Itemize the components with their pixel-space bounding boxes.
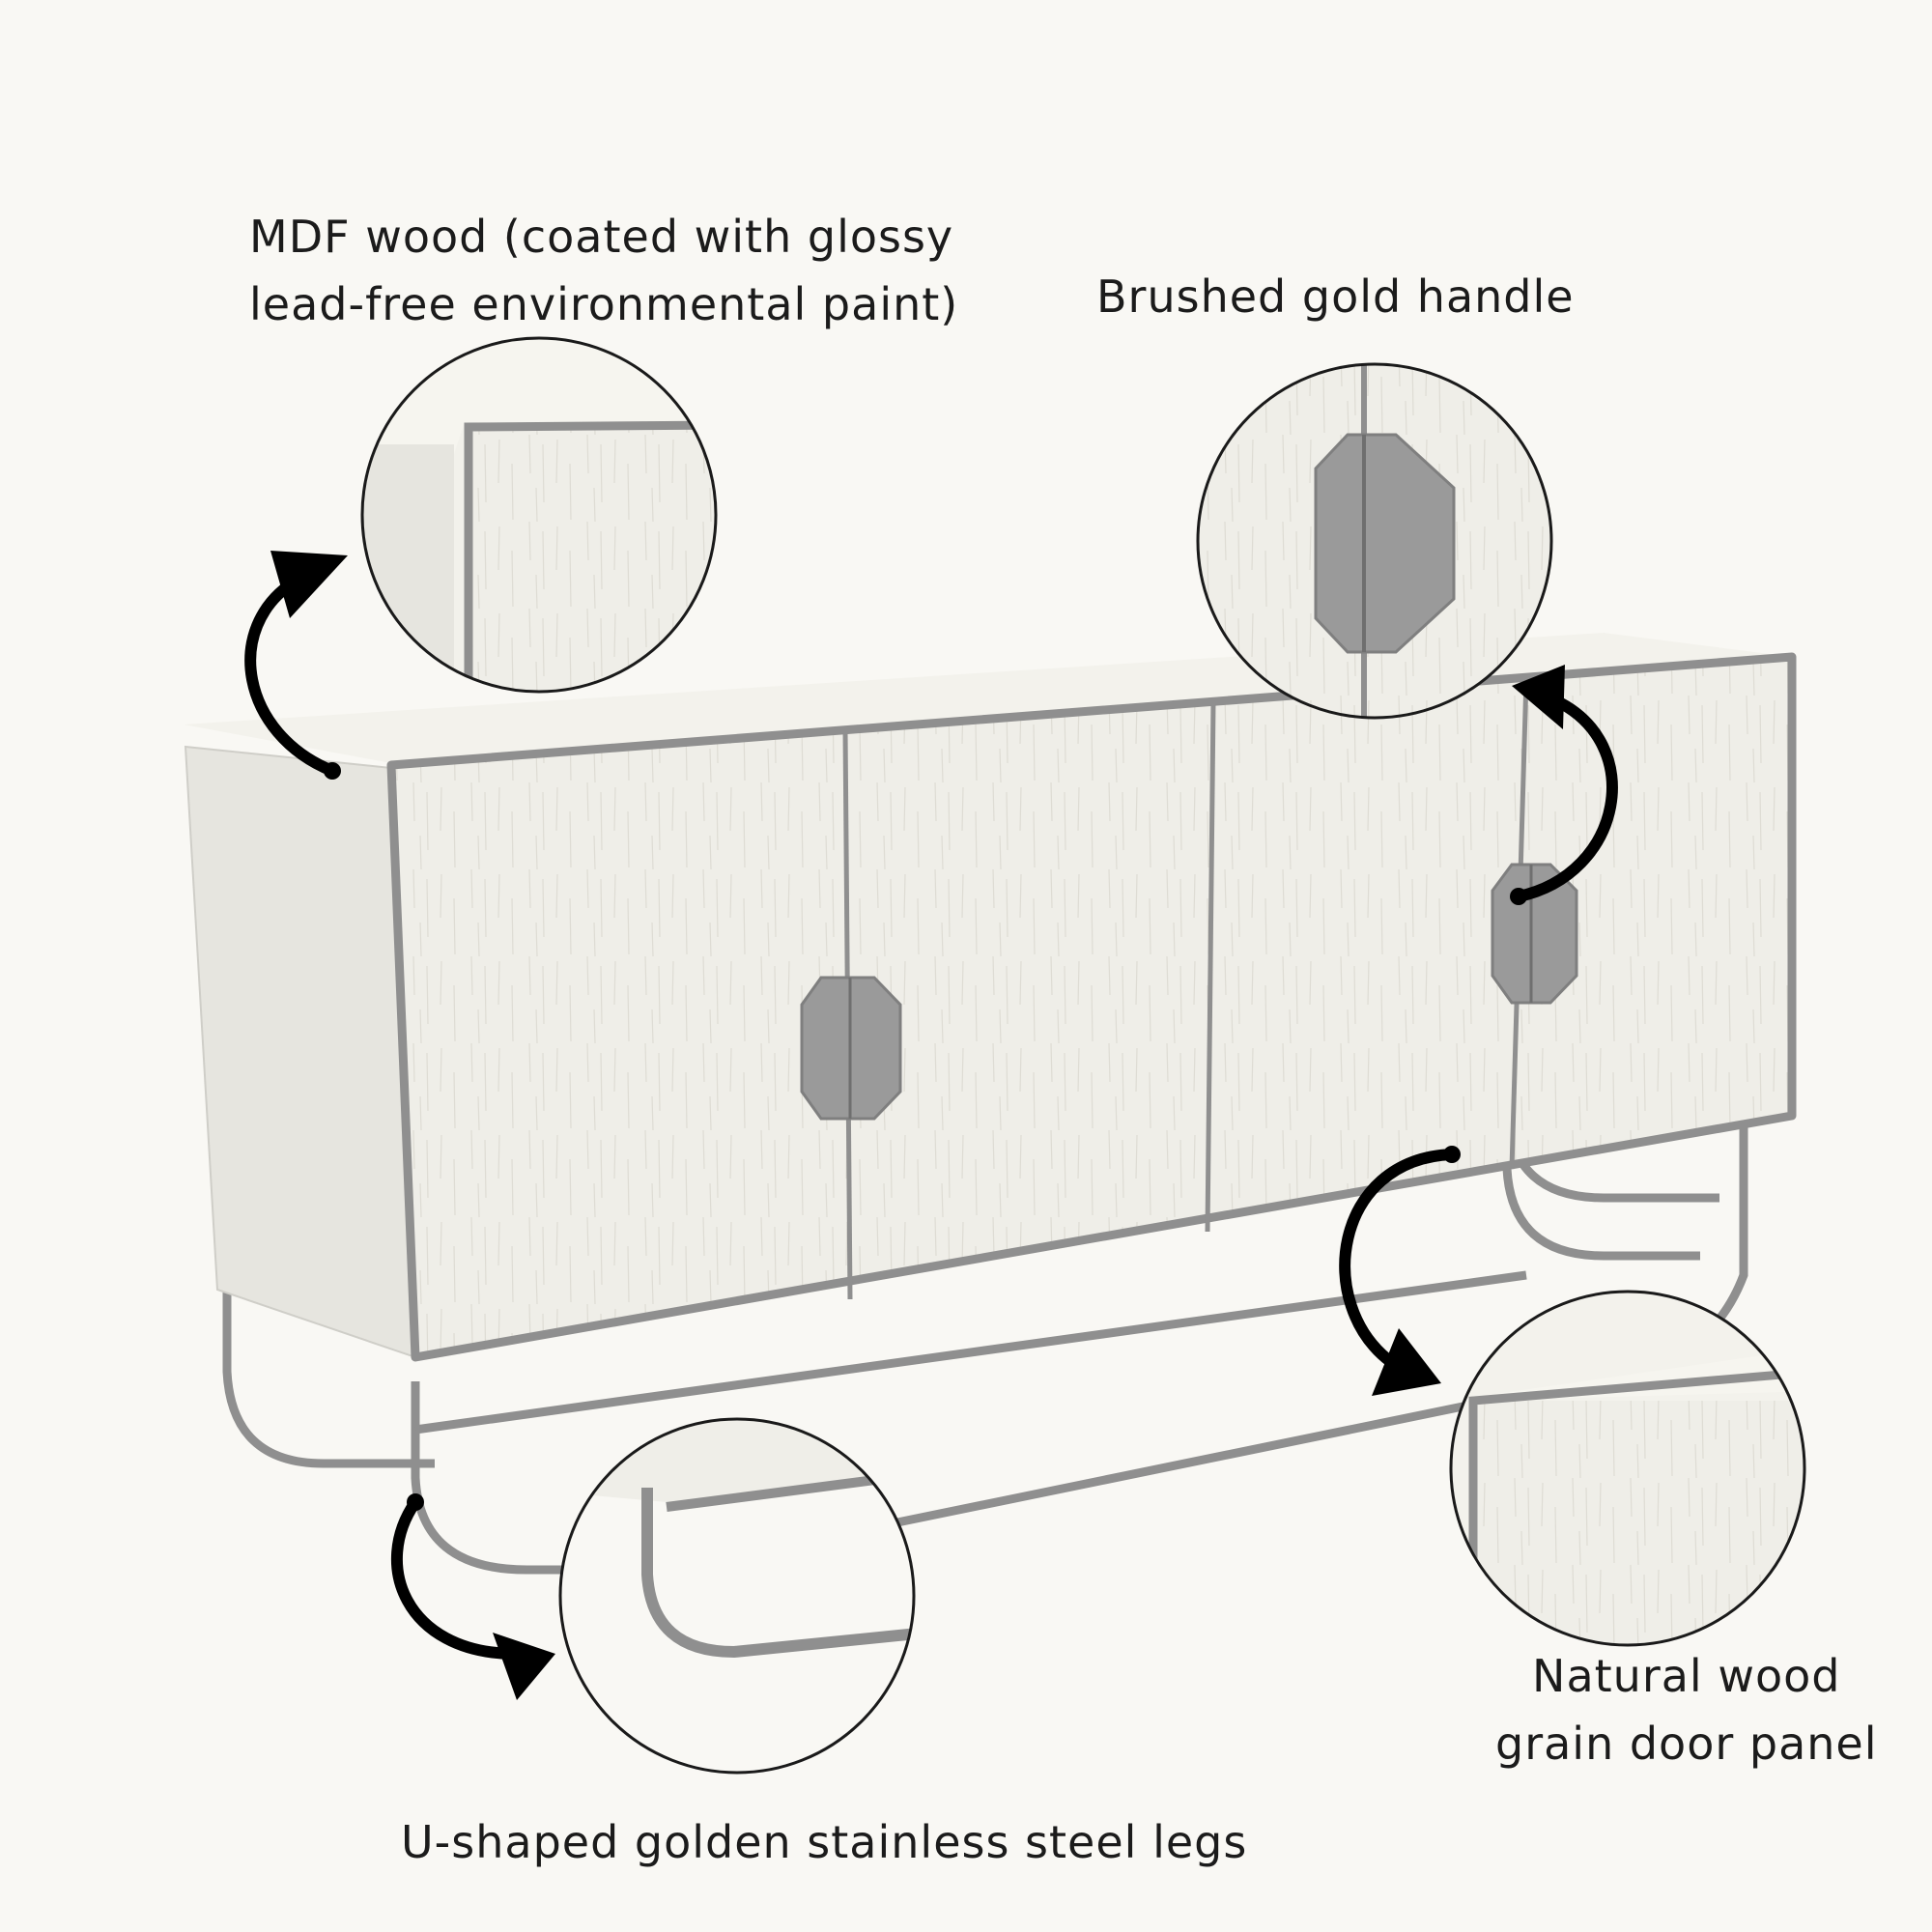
- zoom-circle-mdf-corner: [360, 336, 718, 694]
- handle-right: [1491, 863, 1578, 1005]
- zoom-circle-door-panel: [1449, 1290, 1806, 1647]
- callout-label-panel: Natural wood grain door panel: [1495, 1642, 1878, 1777]
- callout-label-legs: U-shaped golden stainless steel legs: [401, 1808, 1247, 1876]
- cabinet-left-side: [184, 745, 417, 1359]
- callout-panel-line1: Natural wood: [1532, 1650, 1841, 1702]
- callout-label-mdf: MDF wood (coated with glossy lead-free e…: [249, 203, 958, 338]
- callout-handle-line1: Brushed gold handle: [1096, 270, 1575, 323]
- callout-mdf-line2: lead-free environmental paint): [249, 278, 959, 330]
- arrow-handle: [1510, 665, 1618, 905]
- arrow-door-panel: [1339, 1146, 1461, 1396]
- callout-mdf-line1: MDF wood (coated with glossy: [249, 211, 954, 263]
- callout-legs-line1: U-shaped golden stainless steel legs: [401, 1816, 1248, 1868]
- callout-panel-line2: grain door panel: [1495, 1718, 1878, 1770]
- arrow-mdf: [244, 551, 348, 780]
- arrow-legs: [390, 1493, 555, 1700]
- zoom-circle-handle: [1196, 362, 1553, 720]
- handle-left: [800, 976, 902, 1121]
- zoom-circle-legs: [558, 1417, 916, 1775]
- callout-label-handle: Brushed gold handle: [1096, 263, 1575, 330]
